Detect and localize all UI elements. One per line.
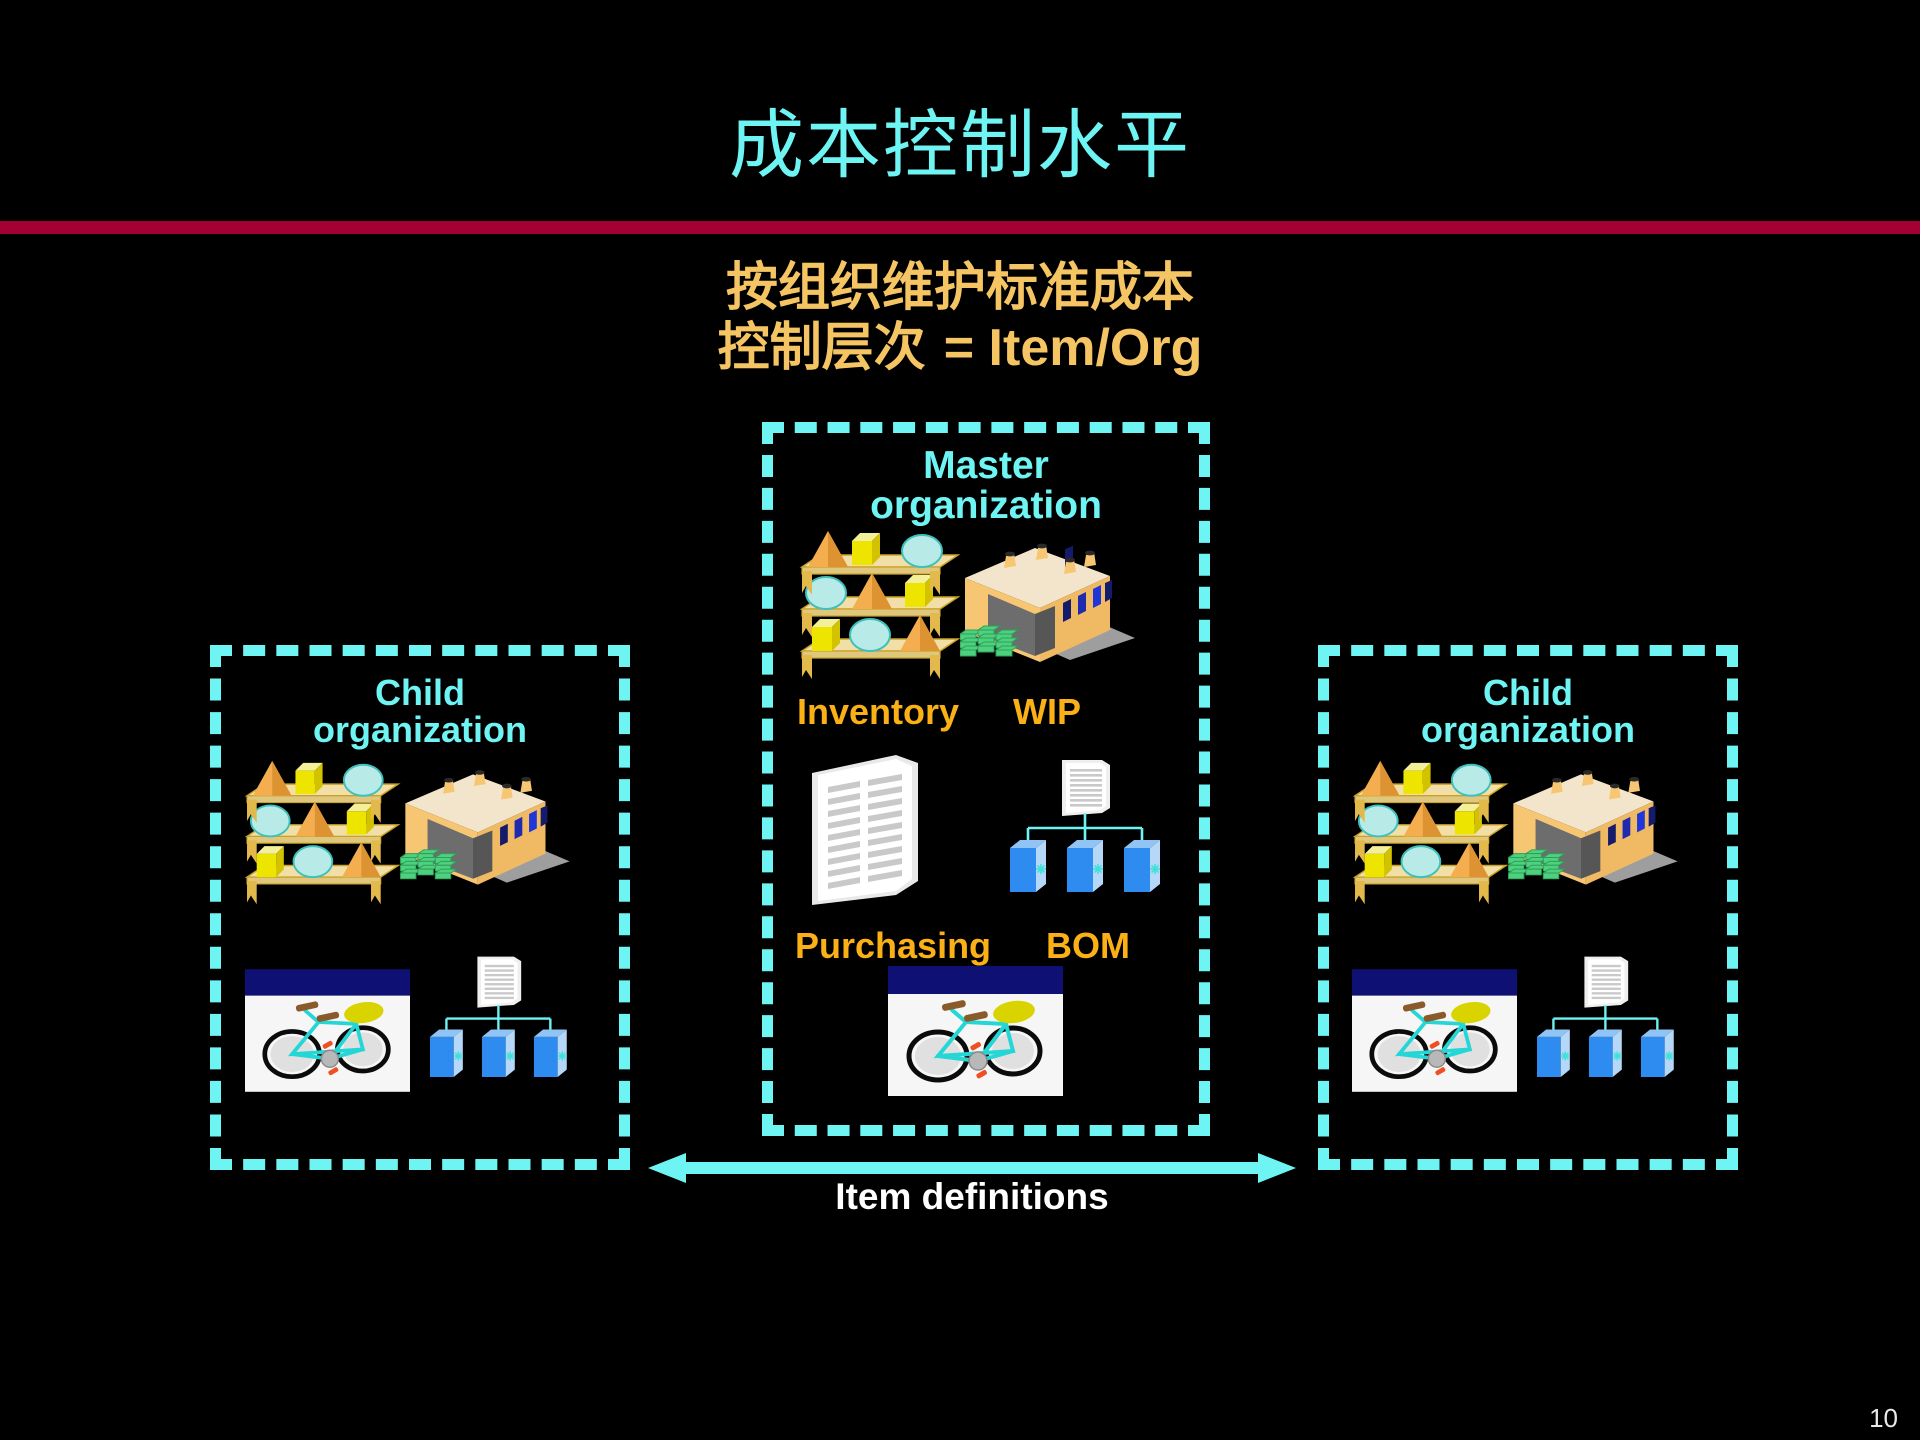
module-label-wip: WIP xyxy=(1013,691,1081,732)
child-left-label-line-2: organization xyxy=(313,709,527,751)
inventory-shelf-icon xyxy=(799,531,961,679)
master-organization-label: Master organization xyxy=(773,444,1199,528)
child-organization-left-box: Child organization xyxy=(210,645,630,1170)
money-stack-icon xyxy=(960,625,1020,657)
page-title: 成本控制水平 xyxy=(728,101,1191,189)
child-left-label: Child organization xyxy=(221,674,619,748)
item-definitions-arrow-icon xyxy=(648,1153,1296,1183)
child-left-label-line-1: Child xyxy=(375,672,465,713)
warehouse-building-icon xyxy=(400,770,570,885)
master-label-line-1: Master xyxy=(923,444,1049,487)
bom-tree-icon xyxy=(430,956,567,1077)
subtitle-line-2: 控制层次 = Item/Org xyxy=(0,318,1920,378)
warehouse-building-icon xyxy=(1508,770,1678,885)
bicycle-picture-icon xyxy=(1352,969,1517,1092)
bom-tree-icon xyxy=(1537,956,1674,1077)
subtitle-line-2-cn: 控制层次 xyxy=(717,318,944,379)
item-definitions-label: Item definitions xyxy=(835,1176,1109,1217)
bicycle-picture-icon xyxy=(245,969,410,1092)
bicycle-picture-icon xyxy=(888,966,1063,1096)
title-divider-rule xyxy=(0,221,1920,234)
master-label-line-2: organization xyxy=(870,484,1102,528)
document-icon xyxy=(812,755,918,905)
child-right-label: Child organization xyxy=(1329,674,1727,748)
warehouse-building-icon xyxy=(960,543,1135,662)
subtitle-line-1: 按组织维护标准成本 xyxy=(725,258,1194,318)
bom-tree-icon xyxy=(1010,760,1160,892)
module-label-bom: BOM xyxy=(1046,925,1130,966)
child-organization-right-box: Child organization xyxy=(1318,645,1738,1170)
child-right-label-line-1: Child xyxy=(1483,672,1573,713)
subtitle-line-2-en: = Item/Org xyxy=(943,319,1203,378)
module-label-purchasing: Purchasing xyxy=(795,925,992,966)
inventory-shelf-icon xyxy=(244,760,401,905)
child-right-label-line-2: organization xyxy=(1421,709,1635,751)
money-stack-icon xyxy=(400,849,459,880)
money-stack-icon xyxy=(1508,849,1567,880)
module-label-inventory: Inventory xyxy=(797,691,960,732)
master-organization-box: Master organization xyxy=(762,422,1210,1136)
page-number: 10 xyxy=(1869,1403,1898,1433)
subtitle-block: 按组织维护标准成本 控制层次 = Item/Org xyxy=(0,258,1920,379)
inventory-shelf-icon xyxy=(1352,760,1509,905)
